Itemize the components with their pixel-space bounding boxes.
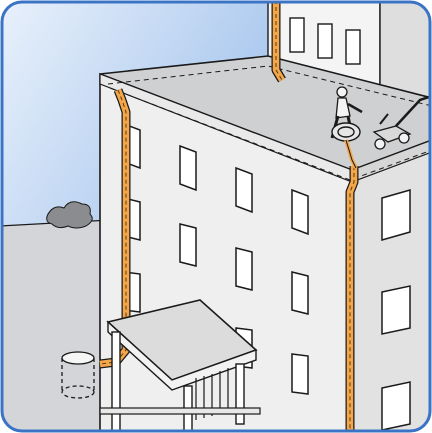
rear-window-2 <box>318 24 332 58</box>
window <box>236 168 252 212</box>
corner-downpipe <box>350 166 354 433</box>
window <box>382 382 410 430</box>
window <box>292 272 308 314</box>
rear-window-3 <box>346 30 360 64</box>
canopy-base <box>100 408 260 414</box>
window <box>292 354 308 394</box>
ground <box>0 220 110 433</box>
window <box>180 224 196 266</box>
window <box>180 146 196 190</box>
window <box>236 248 252 290</box>
right-face-windows <box>382 190 410 430</box>
rear-window-1 <box>290 18 304 52</box>
window <box>292 190 308 234</box>
window <box>382 190 410 240</box>
window <box>382 286 410 334</box>
